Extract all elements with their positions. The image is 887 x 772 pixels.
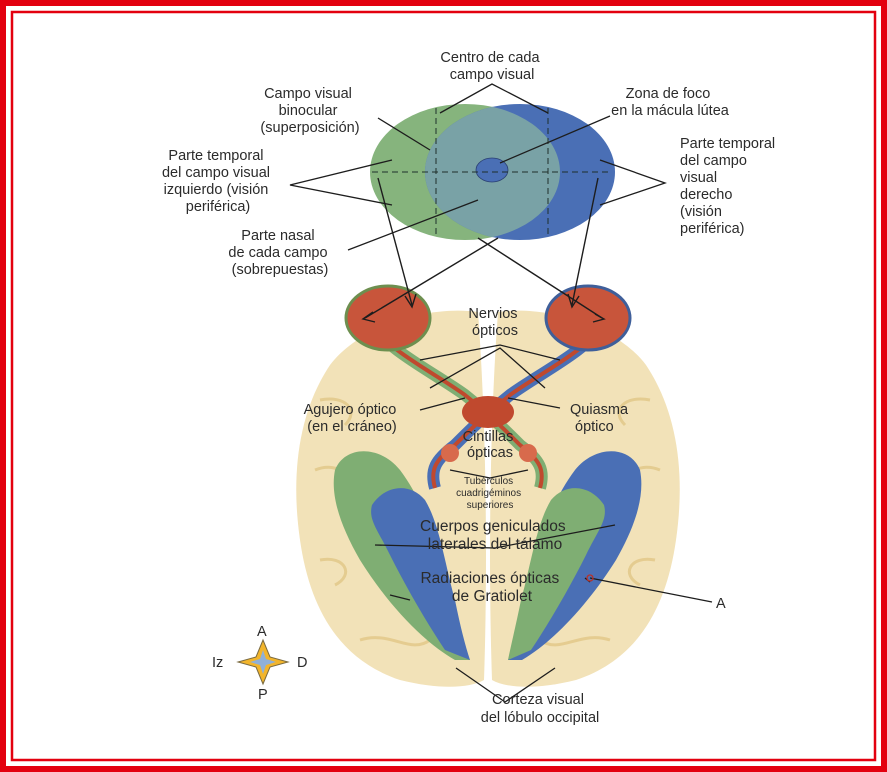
label-line: derecho bbox=[680, 187, 732, 203]
label-line: (sobrepuestas) bbox=[232, 262, 329, 278]
label-line: Radiaciones ópticas bbox=[420, 570, 559, 587]
label-line: periférica) bbox=[680, 221, 744, 237]
label-line: periférica) bbox=[186, 199, 250, 215]
right-superior-colliculus bbox=[519, 444, 537, 462]
label-line: Campo visual bbox=[264, 86, 352, 102]
label-line: Centro de cada bbox=[440, 50, 540, 66]
label-centro: Centro de cada campo visual bbox=[440, 50, 543, 83]
right-eye bbox=[546, 286, 630, 350]
label-line: campo visual bbox=[450, 67, 535, 83]
compass-east: D bbox=[297, 655, 307, 671]
label-line: binocular bbox=[279, 103, 338, 119]
label-line: del campo visual bbox=[162, 165, 270, 181]
label-binocular: Campo visual binocular (superposición) bbox=[260, 86, 359, 136]
left-superior-colliculus bbox=[441, 444, 459, 462]
label-line: laterales del tálamo bbox=[428, 536, 562, 553]
compass-rose: A P Iz D bbox=[212, 624, 307, 703]
label-line: Parte nasal bbox=[241, 228, 314, 244]
label-line: (superposición) bbox=[260, 120, 359, 136]
label-line: del lóbulo occipital bbox=[481, 710, 600, 726]
label-line: Cintillas bbox=[463, 429, 514, 445]
left-eye bbox=[346, 286, 430, 350]
label-temporal-izq: Parte temporal del campo visual izquierd… bbox=[162, 148, 274, 215]
label-line: Zona de foco bbox=[626, 86, 711, 102]
visual-fields bbox=[370, 104, 615, 240]
label-line: ópticas bbox=[467, 445, 513, 461]
label-line: Nervios bbox=[468, 306, 517, 322]
label-line: izquierdo (visión bbox=[164, 182, 269, 198]
label-line: visual bbox=[680, 170, 717, 186]
label-line: en la mácula lútea bbox=[611, 103, 730, 119]
label-line: del campo bbox=[680, 153, 747, 169]
label-line: (en el cráneo) bbox=[307, 419, 396, 435]
label-line: (visión bbox=[680, 204, 722, 220]
compass-star-inner bbox=[250, 650, 276, 674]
label-nervios: Nervios ópticos bbox=[468, 306, 521, 339]
label-nasal: Parte nasal de cada campo (sobrepuestas) bbox=[228, 228, 331, 278]
label-line: Parte temporal bbox=[168, 148, 263, 164]
label-line: óptico bbox=[575, 419, 614, 435]
optic-chiasm bbox=[462, 396, 514, 428]
label-line: Agujero óptico bbox=[304, 402, 397, 418]
label-line: Quiasma bbox=[570, 402, 629, 418]
label-line: Cuerpos geniculados bbox=[420, 518, 566, 535]
label-line: de cada campo bbox=[228, 245, 327, 261]
label-line: cuadrigéminos bbox=[456, 488, 521, 499]
label-temporal-der: Parte temporal del campo visual derecho … bbox=[680, 136, 779, 237]
label-line: ópticos bbox=[472, 323, 518, 339]
label-line: Corteza visual bbox=[492, 692, 584, 708]
label-line: Tubérculos bbox=[464, 476, 513, 487]
label-a-marker: A bbox=[716, 596, 726, 612]
compass-south: P bbox=[258, 687, 268, 703]
label-cintillas: Cintillas ópticas bbox=[463, 429, 518, 461]
compass-west: Iz bbox=[212, 655, 223, 671]
label-line: superiores bbox=[467, 500, 514, 511]
label-corteza: Corteza visual del lóbulo occipital bbox=[481, 692, 600, 726]
label-zona-foco: Zona de foco en la mácula lútea bbox=[611, 86, 730, 119]
label-line: de Gratiolet bbox=[452, 588, 533, 605]
label-agujero: Agujero óptico (en el cráneo) bbox=[304, 402, 401, 435]
label-line: Parte temporal bbox=[680, 136, 775, 152]
label-cuerpos: Cuerpos geniculados laterales del tálamo bbox=[420, 518, 570, 553]
compass-north: A bbox=[257, 624, 267, 640]
